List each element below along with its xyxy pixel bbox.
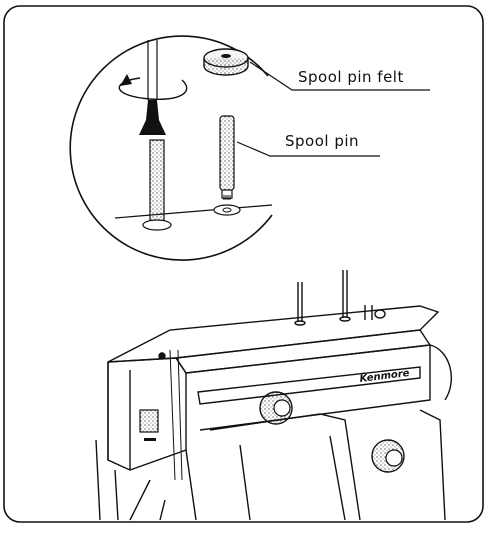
spool-pin-label: Spool pin [285,132,360,150]
lower-dial [371,439,405,473]
spool-pin-felt-disc [203,48,249,76]
detail-circle [69,35,273,261]
pin-leader-line [236,141,380,157]
sewing-machine-head [95,270,453,521]
stitch-dial [259,391,293,425]
spool-pin-insert [139,40,172,231]
spool-pin-part [213,115,241,216]
outer-frame [3,5,484,523]
felt-leader-line [249,61,430,91]
rotation-arrow-icon [118,74,188,100]
spool-pin-felt-label: Spool pin felt [298,68,404,86]
power-switch [139,409,159,441]
